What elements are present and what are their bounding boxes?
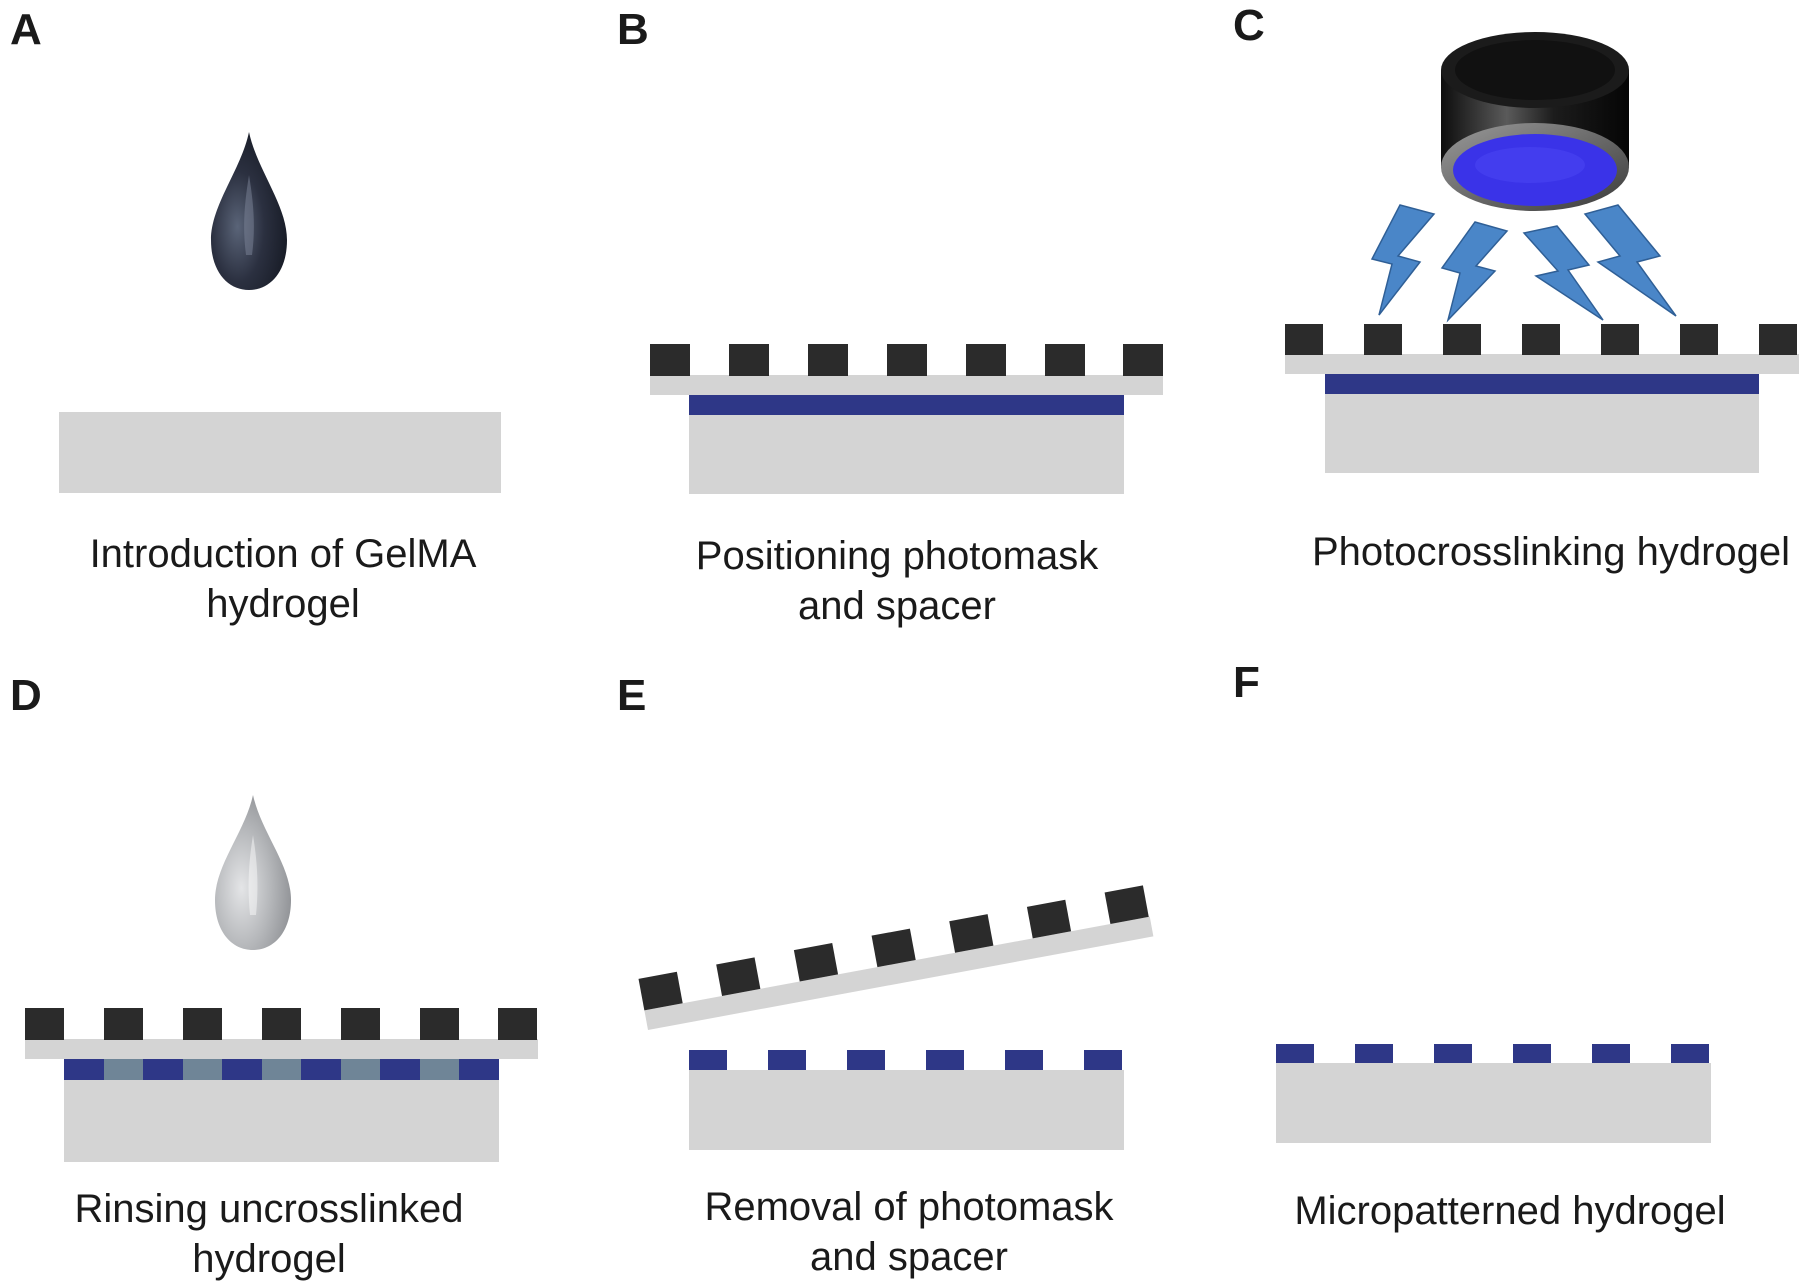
panel-letter-f: F: [1233, 658, 1260, 707]
hydrogel-layer: [64, 1058, 499, 1080]
uv-lamp-icon: [1441, 32, 1629, 211]
panel-a: Introduction of GelMA hydrogel: [59, 132, 501, 626]
substrate: [64, 1080, 499, 1162]
panel-c: Photocrosslinking hydrogel: [1285, 32, 1799, 574]
caption-b-line1: Positioning photomask: [696, 534, 1099, 578]
caption-a-line2: hydrogel: [206, 582, 359, 626]
lifted-photomask: [638, 885, 1154, 1030]
photomask: [650, 344, 1163, 376]
hydrogel-layer: [1325, 373, 1759, 394]
panel-b: Positioning photomask and spacer: [650, 344, 1163, 628]
panel-letter-b: B: [617, 5, 649, 54]
rinse-drop-icon: [215, 795, 291, 950]
panel-letter-a: A: [10, 5, 42, 54]
hydrogel-pattern: [689, 1050, 1122, 1070]
spacer: [25, 1039, 538, 1059]
substrate: [689, 1070, 1124, 1150]
gelma-drop-icon: [211, 132, 287, 290]
caption-b-line2: and spacer: [798, 584, 996, 628]
caption-f-line1: Micropatterned hydrogel: [1294, 1189, 1725, 1233]
hydrogel-layer: [689, 394, 1124, 415]
caption-d-line2: hydrogel: [192, 1237, 345, 1281]
uv-light-icon: [1370, 204, 1677, 323]
substrate: [59, 412, 501, 493]
caption-e-line2: and spacer: [810, 1235, 1008, 1279]
caption-d-line1: Rinsing uncrosslinked: [74, 1187, 463, 1231]
caption-c-line1: Photocrosslinking hydrogel: [1312, 530, 1790, 574]
substrate: [1276, 1063, 1711, 1143]
photomask: [1285, 324, 1797, 355]
panel-e: Removal of photomask and spacer: [638, 885, 1154, 1279]
panel-letter-c: C: [1233, 1, 1265, 50]
caption-a-line1: Introduction of GelMA: [90, 532, 477, 576]
panel-d: Rinsing uncrosslinked hydrogel: [25, 795, 538, 1281]
caption-e-line1: Removal of photomask: [704, 1185, 1114, 1229]
panel-letter-d: D: [10, 671, 42, 720]
spacer: [1285, 354, 1799, 374]
panel-f: Micropatterned hydrogel: [1276, 1044, 1726, 1233]
spacer: [650, 375, 1163, 395]
panel-letter-e: E: [617, 671, 646, 720]
photomask: [25, 1008, 537, 1040]
hydrogel-pattern: [1276, 1044, 1709, 1063]
